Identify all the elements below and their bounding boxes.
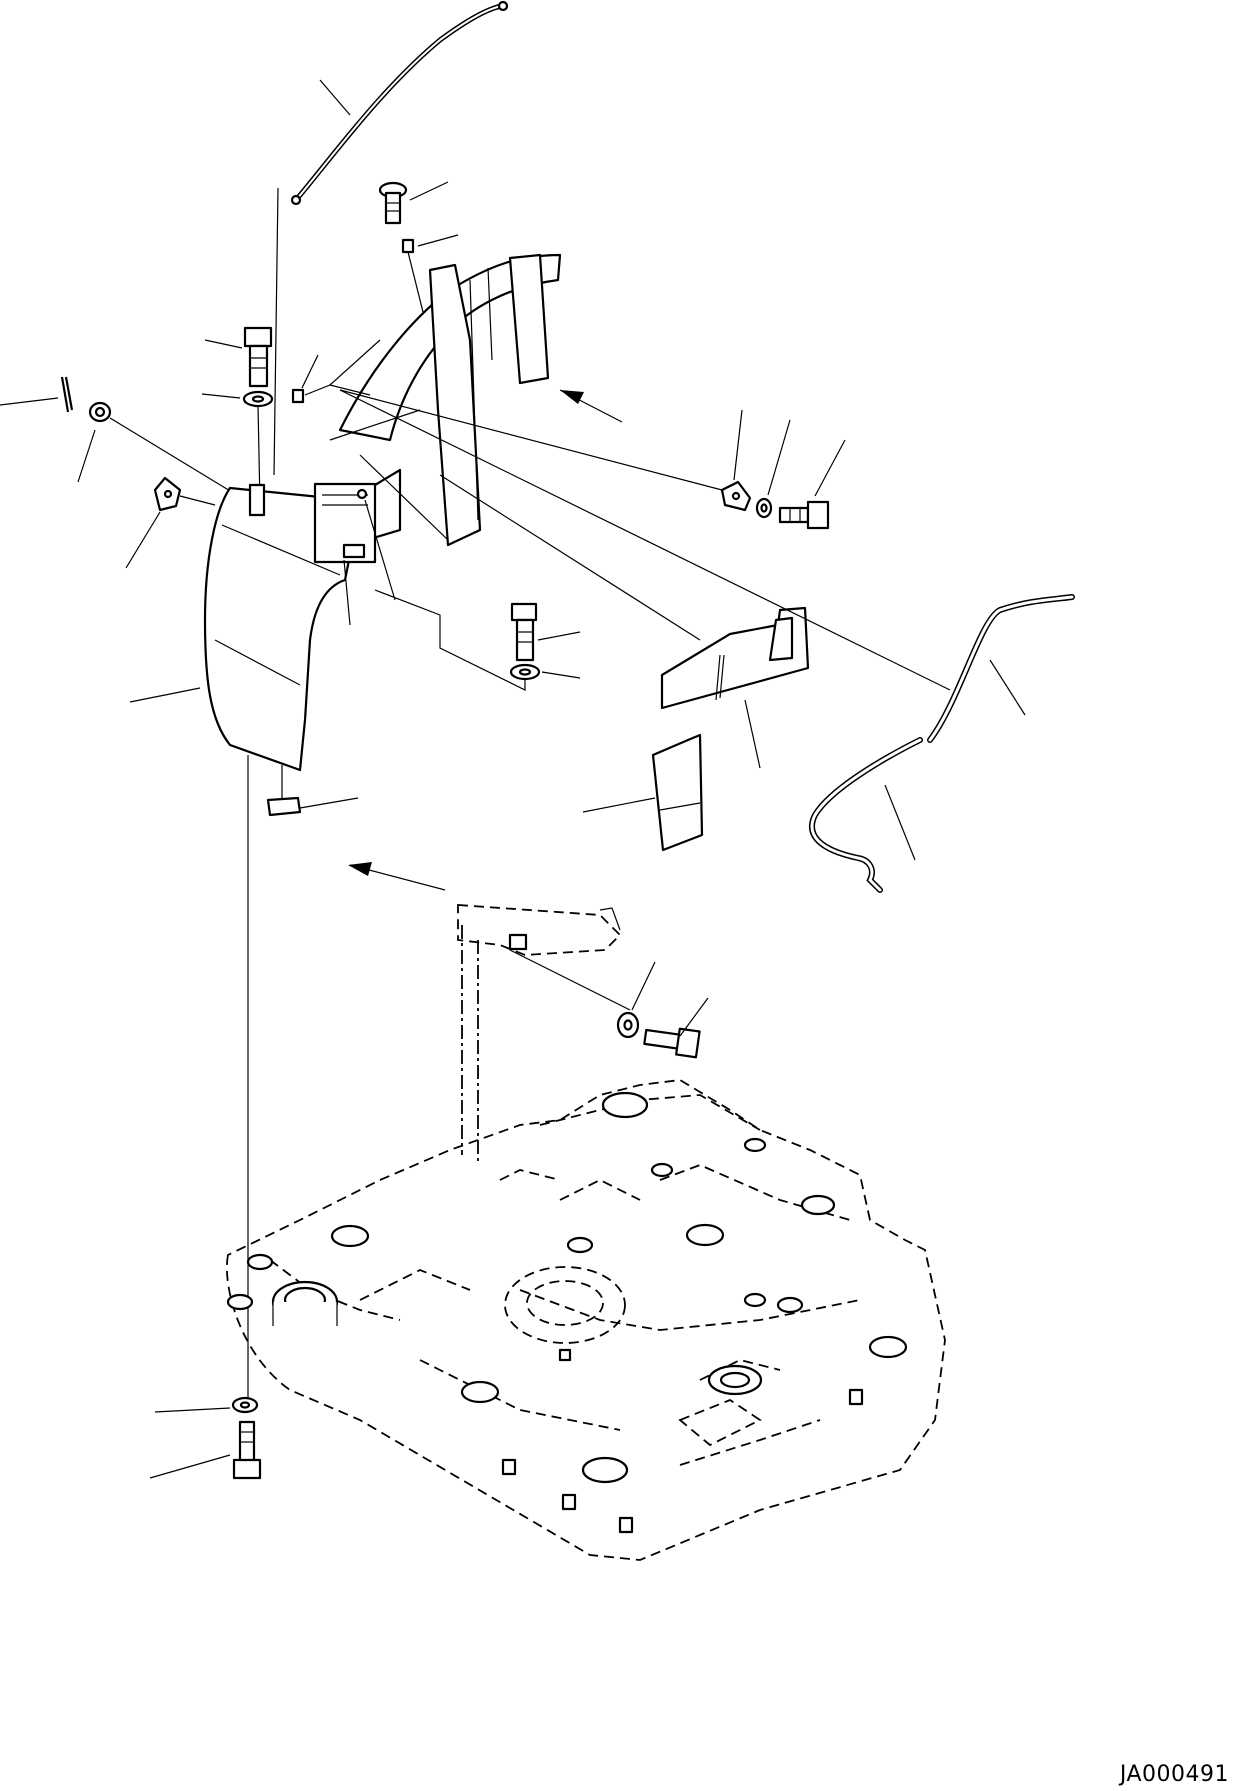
upper-cable — [290, 0, 509, 206]
insulation-pad-lower — [651, 733, 704, 852]
leader-line — [299, 797, 359, 809]
revolving-frame — [226, 1079, 946, 1561]
insulation-pad-upper — [660, 606, 810, 710]
leader-line — [679, 997, 709, 1037]
reference-line — [439, 474, 701, 641]
reference-line — [339, 389, 951, 691]
leader-line — [582, 797, 656, 813]
top-nut — [401, 238, 415, 254]
leader-line — [204, 339, 243, 349]
bolt-bracket — [643, 1027, 701, 1059]
reference-line — [374, 589, 526, 691]
leader-line — [409, 181, 449, 201]
leader-line — [343, 559, 351, 626]
leader-line — [125, 511, 161, 569]
leader-line — [77, 429, 96, 483]
reference-line — [509, 949, 631, 1011]
cover-pad — [266, 796, 302, 817]
ring-washer — [88, 401, 112, 423]
right-bolt — [778, 500, 830, 530]
washer-bottom — [231, 1396, 259, 1414]
leader-line — [541, 671, 581, 679]
leader-line — [814, 439, 846, 497]
clip-bracket — [153, 476, 182, 512]
washer-middle — [509, 663, 541, 681]
leader-line — [301, 354, 319, 389]
bolt-middle — [510, 602, 538, 662]
leader-line — [0, 397, 59, 406]
right-washer — [755, 497, 773, 519]
leader-line — [129, 687, 201, 703]
leader-line — [149, 1454, 231, 1479]
top-bolt — [378, 181, 408, 225]
direction-arrow-upper — [559, 389, 623, 423]
leader-line — [319, 79, 351, 116]
bolt-left-upper — [243, 326, 273, 388]
leader-line — [154, 1407, 231, 1413]
leader-line — [359, 454, 449, 541]
cable-right-lower — [809, 737, 923, 893]
leader-line — [179, 495, 216, 506]
washer-bracket — [616, 1011, 640, 1039]
mount-bracket — [457, 904, 622, 1165]
right-bracket — [720, 480, 752, 512]
leader-line — [733, 409, 743, 481]
reference-line — [273, 187, 279, 476]
leader-line — [631, 961, 656, 1011]
leader-line — [537, 631, 581, 641]
leader-line — [744, 699, 761, 769]
cotter-pin — [60, 376, 74, 413]
drawing-code: JA000491 — [1119, 1762, 1229, 1787]
cable-right-upper — [927, 594, 1075, 743]
small-nut — [291, 388, 305, 404]
leader-line — [417, 234, 459, 247]
bolt-bottom — [232, 1420, 262, 1480]
washer-left-upper — [242, 390, 274, 408]
leader-line — [884, 784, 916, 861]
reference-line — [339, 389, 723, 491]
leader-line — [364, 499, 396, 601]
leader-line — [767, 419, 791, 496]
main-cover — [203, 253, 562, 772]
direction-arrow-lower — [348, 862, 446, 891]
leader-line — [989, 659, 1026, 716]
leader-line — [201, 393, 241, 399]
reference-line — [109, 417, 246, 501]
